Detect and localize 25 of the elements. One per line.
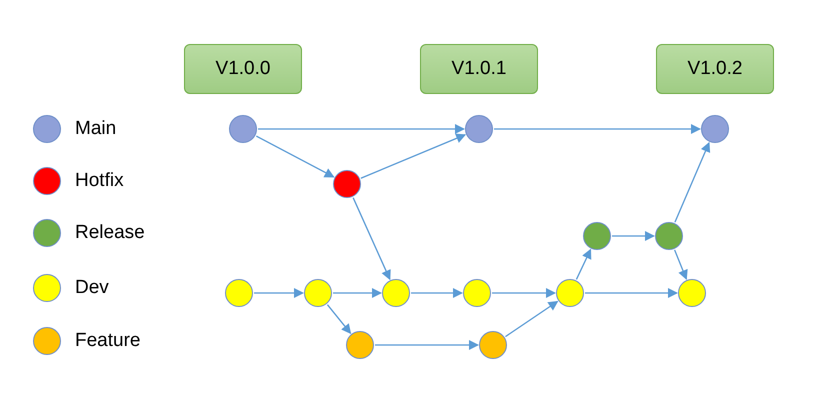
arrow: [360, 134, 466, 179]
version-box: V1.0.2: [656, 44, 774, 94]
arrow: [674, 250, 688, 280]
legend-label: Hotfix: [75, 169, 124, 193]
legend-label: Dev: [75, 276, 109, 300]
version-box: V1.0.1: [420, 44, 538, 94]
arrow: [258, 124, 465, 134]
arrow: [674, 142, 710, 222]
arrow: [254, 288, 304, 298]
arrow: [411, 288, 463, 298]
arrow: [375, 340, 479, 350]
legend-label: Main: [75, 117, 116, 141]
arrow: [492, 288, 556, 298]
arrow: [352, 197, 391, 280]
arrow: [494, 124, 701, 134]
arrow: [505, 300, 558, 338]
arrow: [612, 231, 655, 241]
arrow: [333, 288, 382, 298]
version-box: V1.0.0: [184, 44, 302, 94]
arrow: [585, 288, 678, 298]
arrow: [326, 304, 352, 334]
legend-label: Feature: [75, 329, 140, 353]
arrow: [576, 248, 592, 280]
legend-label: Release: [75, 221, 145, 245]
arrow: [256, 135, 335, 178]
